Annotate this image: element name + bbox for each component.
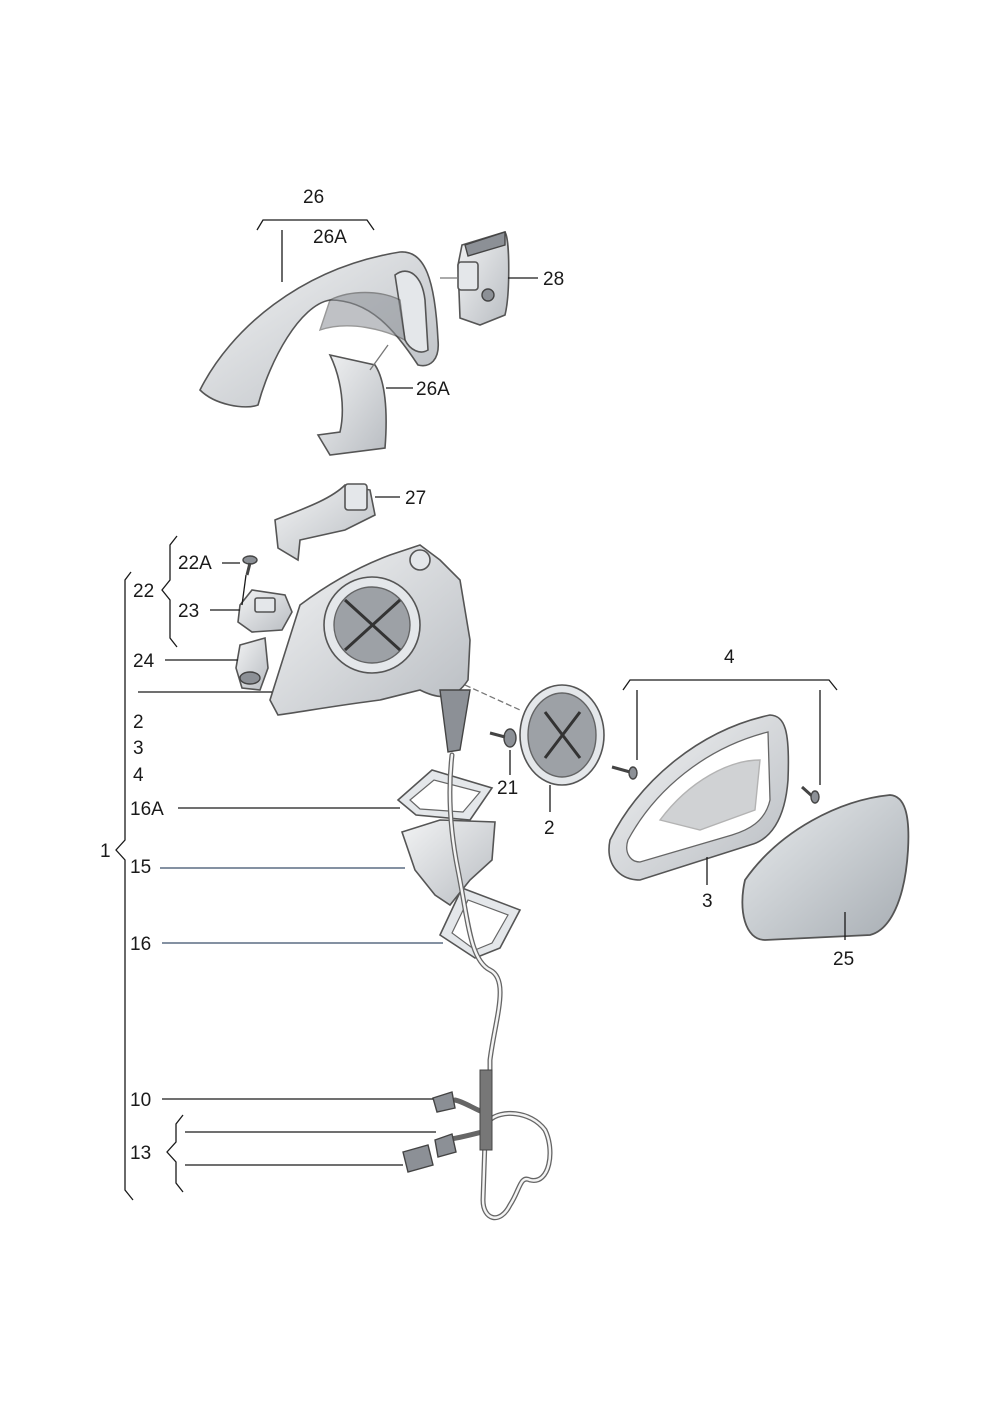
label-25: 25 — [833, 949, 854, 970]
label-16a: 16A — [130, 799, 164, 820]
label-24: 24 — [133, 651, 155, 672]
label-26a: 26A — [416, 379, 450, 400]
label-23: 23 — [178, 601, 199, 622]
label-22a: 22A — [178, 553, 212, 574]
boot-15-part — [400, 819, 496, 907]
motor-24-part — [235, 636, 269, 691]
label-28: 28 — [543, 269, 564, 290]
part-labels: 26 26A 28 26A 27 22A 22 23 24 2 3 4 16A … — [100, 187, 854, 1164]
adjuster-plate-part — [519, 684, 605, 786]
label-22: 22 — [133, 581, 154, 602]
label-4: 4 — [724, 647, 735, 668]
label-4-left: 4 — [133, 765, 144, 786]
label-13: 13 — [130, 1143, 151, 1164]
screw-21-part — [489, 728, 517, 748]
screw-4-part — [611, 765, 820, 804]
label-16: 16 — [130, 934, 151, 955]
label-26: 26 — [303, 187, 324, 208]
label-2: 2 — [544, 818, 555, 839]
turn-signal-part — [457, 231, 510, 326]
label-10: 10 — [130, 1090, 151, 1111]
label-2-left: 2 — [133, 712, 144, 733]
label-15: 15 — [130, 857, 151, 878]
seal-16a-part — [396, 769, 494, 821]
clip-23-part — [237, 589, 293, 633]
label-26a-top: 26A — [313, 227, 347, 248]
label-27: 27 — [405, 488, 426, 509]
mirror-glass-part — [741, 794, 910, 941]
label-21: 21 — [497, 778, 518, 799]
bracket-part — [274, 483, 376, 562]
trim-piece-part — [316, 353, 387, 456]
screw-22a-part — [242, 555, 258, 576]
wiring-harness-part — [402, 752, 553, 1220]
housing-frame-part — [608, 714, 790, 881]
label-3: 3 — [702, 891, 713, 912]
label-3-left: 3 — [133, 738, 144, 759]
leader-lines — [115, 219, 846, 1201]
mirror-cap-part — [199, 251, 440, 408]
label-1: 1 — [100, 841, 111, 862]
mirror-base-part — [269, 544, 471, 753]
